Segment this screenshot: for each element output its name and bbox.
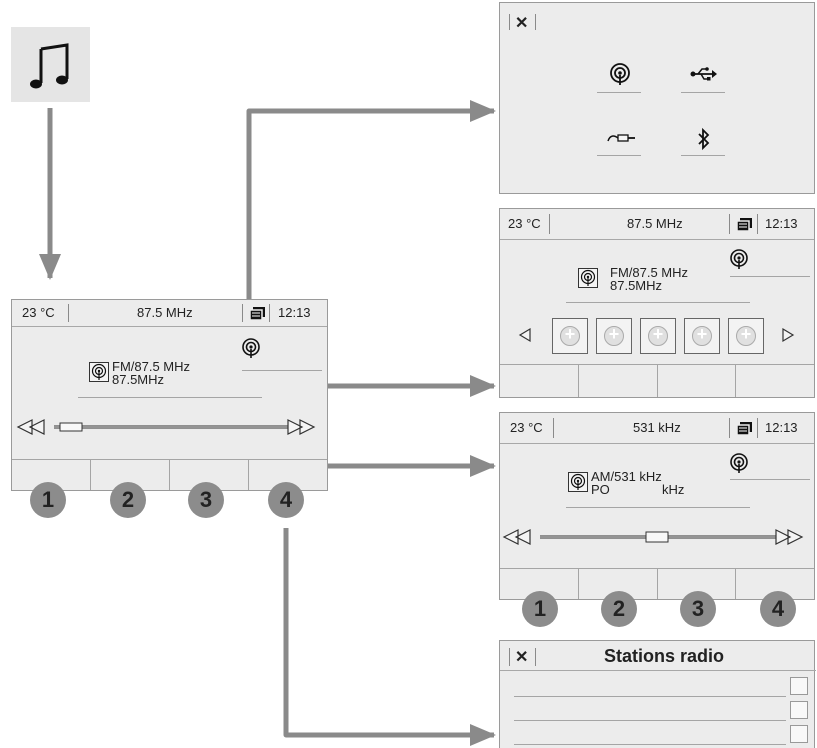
preset-slot-2[interactable] <box>596 318 632 354</box>
fm-preset-screen: 23 °C 87.5 MHz 12:13 FM/87.5 MHz 87.5MHz <box>499 208 815 398</box>
seek-forward-icon <box>287 419 316 435</box>
soft-key-bar <box>500 568 814 599</box>
soft-key-1[interactable] <box>12 460 91 490</box>
source-antenna-icon[interactable] <box>730 249 750 271</box>
arrow-source-icon-to-source-screen <box>246 100 496 340</box>
station-frequency: 87.5MHz <box>112 372 165 387</box>
badge-2: 2 <box>110 482 146 518</box>
list-item-checkbox[interactable] <box>790 701 808 719</box>
preset-slot-4[interactable] <box>684 318 720 354</box>
tuning-slider-thumb <box>59 422 83 432</box>
station-name: FM/87.5 MHz <box>610 265 689 280</box>
list-item[interactable] <box>514 744 786 745</box>
station-radio-icon <box>578 268 598 288</box>
temperature: 23 °C <box>22 305 55 320</box>
source-select-screen: ✕ <box>499 2 815 194</box>
station-name: AM/531 kHz <box>591 469 662 484</box>
arrow-button4-to-stations <box>283 528 496 746</box>
tuning-slider-thumb <box>645 531 669 543</box>
seek-back-icon <box>16 419 45 435</box>
badge-3: 3 <box>680 591 716 627</box>
music-note-icon <box>30 43 69 89</box>
source-antenna-icon[interactable] <box>730 453 750 475</box>
seek-forward-icon <box>775 529 804 545</box>
temperature: 23 °C <box>510 420 543 435</box>
info-menu-icon[interactable] <box>736 422 753 436</box>
soft-key-4[interactable] <box>736 365 814 397</box>
badge-3: 3 <box>188 482 224 518</box>
soft-key-3[interactable] <box>658 569 737 599</box>
preset-prev-icon[interactable] <box>518 327 532 343</box>
temperature: 23 °C <box>508 216 541 231</box>
aux-jack-icon[interactable] <box>606 131 636 145</box>
status-bar: 23 °C 531 kHz 12:13 <box>500 413 814 444</box>
music-menu-button[interactable] <box>11 27 90 102</box>
soft-key-2[interactable] <box>579 569 658 599</box>
main-radio-screen: 23 °C 87.5 MHz 12:13 FM/87.5 MHz 87.5MHz <box>11 299 328 491</box>
radio-source-icon[interactable] <box>609 63 631 87</box>
soft-key-bar <box>12 459 327 490</box>
soft-key-3[interactable] <box>170 460 249 490</box>
soft-key-bar <box>500 364 814 397</box>
preset-slot-5[interactable] <box>728 318 764 354</box>
info-menu-icon[interactable] <box>249 307 266 321</box>
soft-key-2[interactable] <box>579 365 658 397</box>
tuning-bar[interactable] <box>502 527 814 547</box>
bluetooth-icon[interactable] <box>697 127 711 151</box>
soft-key-1[interactable] <box>500 365 579 397</box>
frequency: 87.5 MHz <box>137 305 193 320</box>
frequency: 87.5 MHz <box>627 216 683 231</box>
badge-1: 1 <box>522 591 558 627</box>
title-bar <box>500 641 816 671</box>
status-bar: 23 °C 87.5 MHz 12:13 <box>12 300 327 327</box>
station-band: PO <box>591 482 610 497</box>
station-radio-icon <box>568 472 588 492</box>
station-name: FM/87.5 MHz <box>112 359 191 374</box>
seek-back-icon <box>502 529 531 545</box>
station-frequency-unit: kHz <box>662 482 685 497</box>
soft-key-1[interactable] <box>500 569 579 599</box>
clock: 12:13 <box>765 216 798 231</box>
status-bar: 23 °C 87.5 MHz 12:13 <box>500 209 814 240</box>
badge-2: 2 <box>601 591 637 627</box>
badge-4: 4 <box>760 591 796 627</box>
preset-next-icon[interactable] <box>781 327 795 343</box>
preset-slot-1[interactable] <box>552 318 588 354</box>
list-item-checkbox[interactable] <box>790 725 808 743</box>
am-radio-screen: 23 °C 531 kHz 12:13 AM/531 kHz PO kHz <box>499 412 815 600</box>
info-menu-icon[interactable] <box>736 218 753 232</box>
station-frequency: 87.5MHz <box>610 278 663 293</box>
soft-key-3[interactable] <box>658 365 737 397</box>
soft-key-2[interactable] <box>91 460 170 490</box>
list-item[interactable] <box>514 720 786 721</box>
badge-4: 4 <box>268 482 304 518</box>
frequency: 531 kHz <box>633 420 681 435</box>
list-item-checkbox[interactable] <box>790 677 808 695</box>
close-button[interactable]: ✕ <box>515 649 529 666</box>
stations-list-screen: ✕ Stations radio <box>499 640 816 748</box>
list-item[interactable] <box>514 696 786 697</box>
usb-icon[interactable] <box>690 66 718 82</box>
screen-title: Stations radio <box>604 646 725 666</box>
close-button[interactable]: ✕ <box>515 15 529 32</box>
source-antenna-icon[interactable] <box>242 338 262 360</box>
station-radio-icon <box>89 362 109 382</box>
clock: 12:13 <box>765 420 798 435</box>
tuning-bar[interactable] <box>16 417 326 437</box>
clock: 12:13 <box>278 305 311 320</box>
badge-1: 1 <box>30 482 66 518</box>
preset-slot-3[interactable] <box>640 318 676 354</box>
